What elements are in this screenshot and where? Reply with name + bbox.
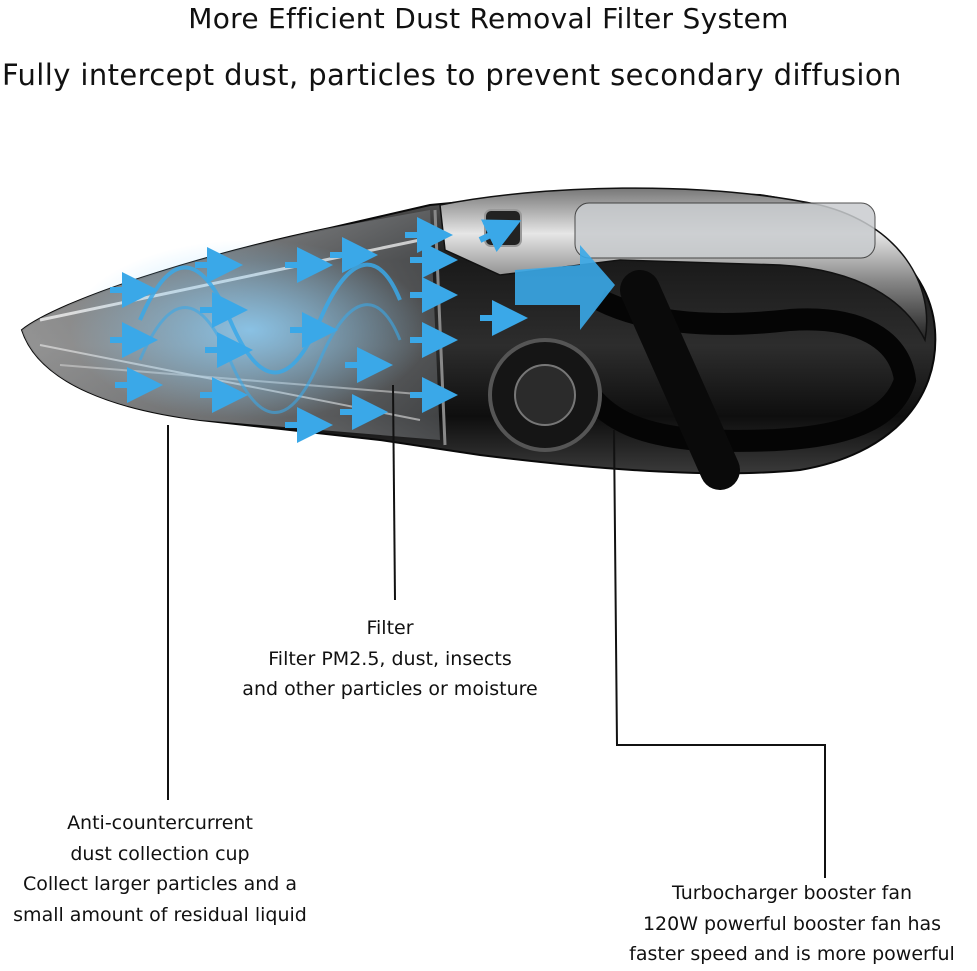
booster-fan-callout-line: faster speed and is more powerful: [629, 943, 955, 965]
filter-callout-line: Filter PM2.5, dust, insects: [268, 647, 512, 670]
booster-fan-callout-line: 120W powerful booster fan has: [642, 912, 942, 935]
dust-cup-callout-line: small amount of residual liquid: [13, 903, 307, 926]
airflow-arrows: [70, 217, 615, 443]
filter-callout-line: and other particles or moisture: [242, 678, 538, 700]
fan-leader-line: [613, 429, 826, 878]
filter-callout: Filter Filter PM2.5, dust, insects and o…: [190, 613, 590, 705]
filter-callout-title: Filter: [366, 617, 414, 639]
filter-leader-line: [392, 384, 396, 601]
booster-fan-callout: Turbocharger booster fan 120W powerful b…: [612, 878, 972, 970]
page-title: More Efficient Dust Removal Filter Syste…: [188, 2, 789, 35]
page-subtitle: Fully intercept dust, particles to preve…: [2, 58, 902, 92]
dust-cup-callout-title: Anti-countercurrent: [67, 812, 253, 834]
dust-cup-callout: Anti-countercurrent dust collection cup …: [0, 808, 320, 930]
booster-fan-callout-title: Turbocharger booster fan: [671, 882, 913, 904]
dust-cup-callout-line: Collect larger particles and a: [22, 873, 298, 895]
dust-cup-callout-title: dust collection cup: [70, 842, 250, 865]
